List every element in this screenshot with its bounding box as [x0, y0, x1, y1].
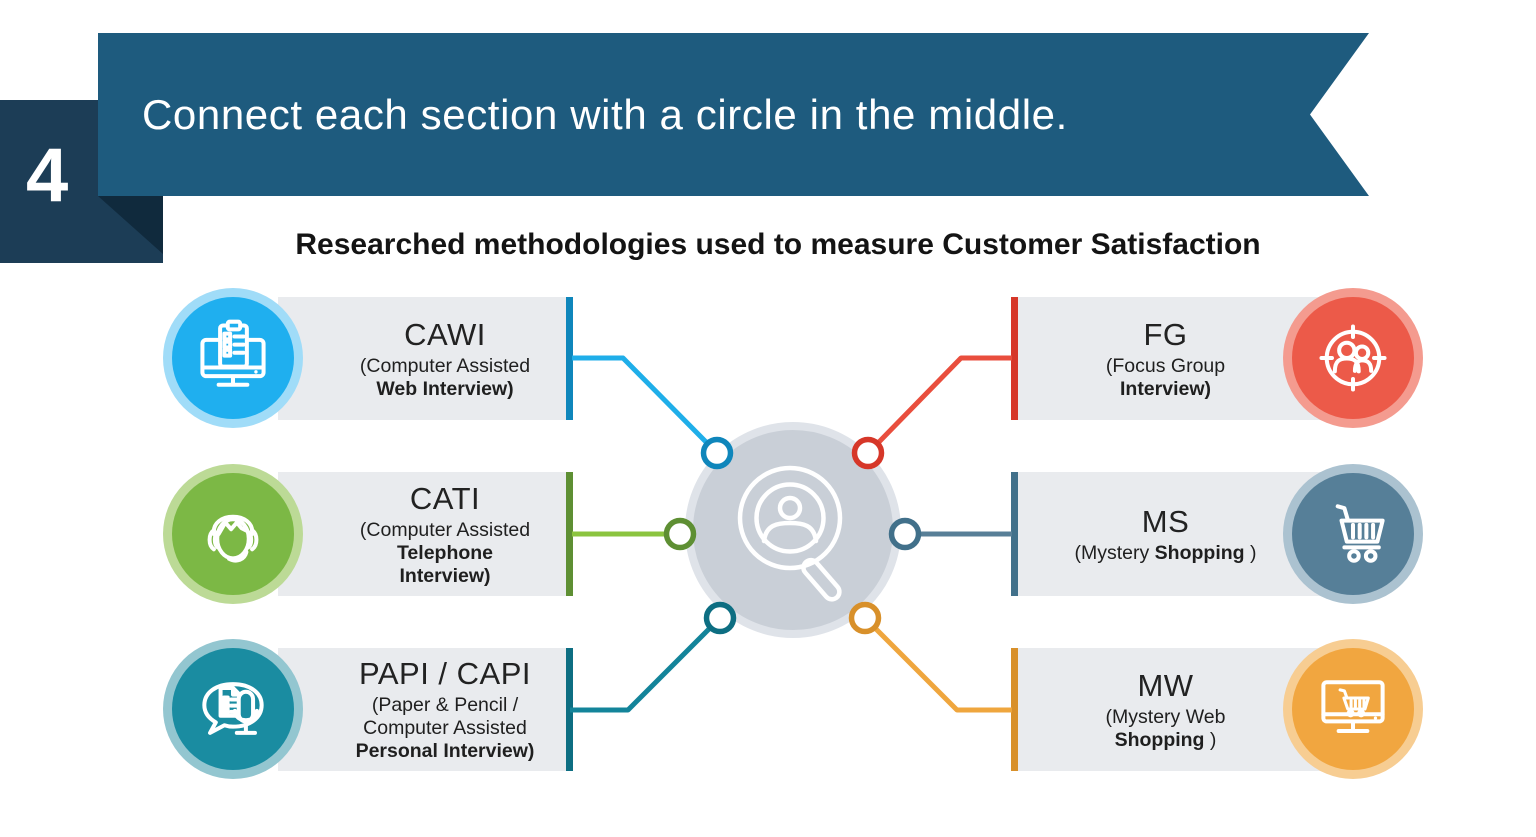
accent-bar: [566, 648, 573, 771]
method-icon-badge-cawi: [163, 288, 303, 428]
accent-bar: [566, 472, 573, 596]
method-description: (Mystery Shopping ): [1074, 541, 1257, 564]
monitor-cart-icon: [1321, 680, 1385, 733]
monitor-checklist-icon: [200, 319, 266, 387]
method-icon-badge-cati: [163, 464, 303, 604]
method-icon-badge-mw: [1283, 639, 1423, 779]
speech-bubble-mic-icon: [202, 682, 264, 735]
badge-inner: [1292, 648, 1414, 770]
badge-inner: [172, 297, 294, 419]
accent-bar: [1011, 648, 1018, 771]
method-icon-badge-ms: [1283, 464, 1423, 604]
accent-bar: [1011, 472, 1018, 596]
connector-line-papi-capi: [570, 625, 713, 713]
focus-group-target-icon: [1319, 324, 1387, 392]
accent-bar: [566, 297, 573, 420]
method-acronym: PAPI / CAPI: [358, 656, 532, 691]
method-card-papi-capi: PAPI / CAPI (Paper & Pencil /Computer As…: [278, 648, 573, 771]
shopping-cart-icon: [1335, 504, 1385, 563]
headset-person-icon: [207, 514, 259, 563]
method-acronym: MS: [1141, 503, 1190, 539]
badge-inner: [1292, 473, 1414, 595]
method-acronym: CATI: [409, 480, 481, 516]
badge-inner: [172, 473, 294, 595]
page-number: 4: [26, 133, 69, 218]
method-acronym: MW: [1137, 667, 1194, 703]
method-acronym: CAWI: [404, 316, 486, 352]
method-icon-badge-papi-capi: [163, 639, 303, 779]
magnifier-person-icon: [737, 465, 843, 602]
banner-ribbon: Connect each section with a circle in th…: [98, 33, 1369, 196]
connector-line-mw: [872, 625, 1012, 713]
badge-inner: [1292, 297, 1414, 419]
accent-bar: [1011, 297, 1018, 420]
slide-heading: Researched methodologies used to measure…: [295, 228, 1261, 261]
banner-title: Connect each section with a circle in th…: [142, 90, 1068, 138]
method-icon-badge-fg: [1283, 288, 1423, 428]
method-acronym: FG: [1143, 316, 1188, 352]
badge-inner: [172, 648, 294, 770]
